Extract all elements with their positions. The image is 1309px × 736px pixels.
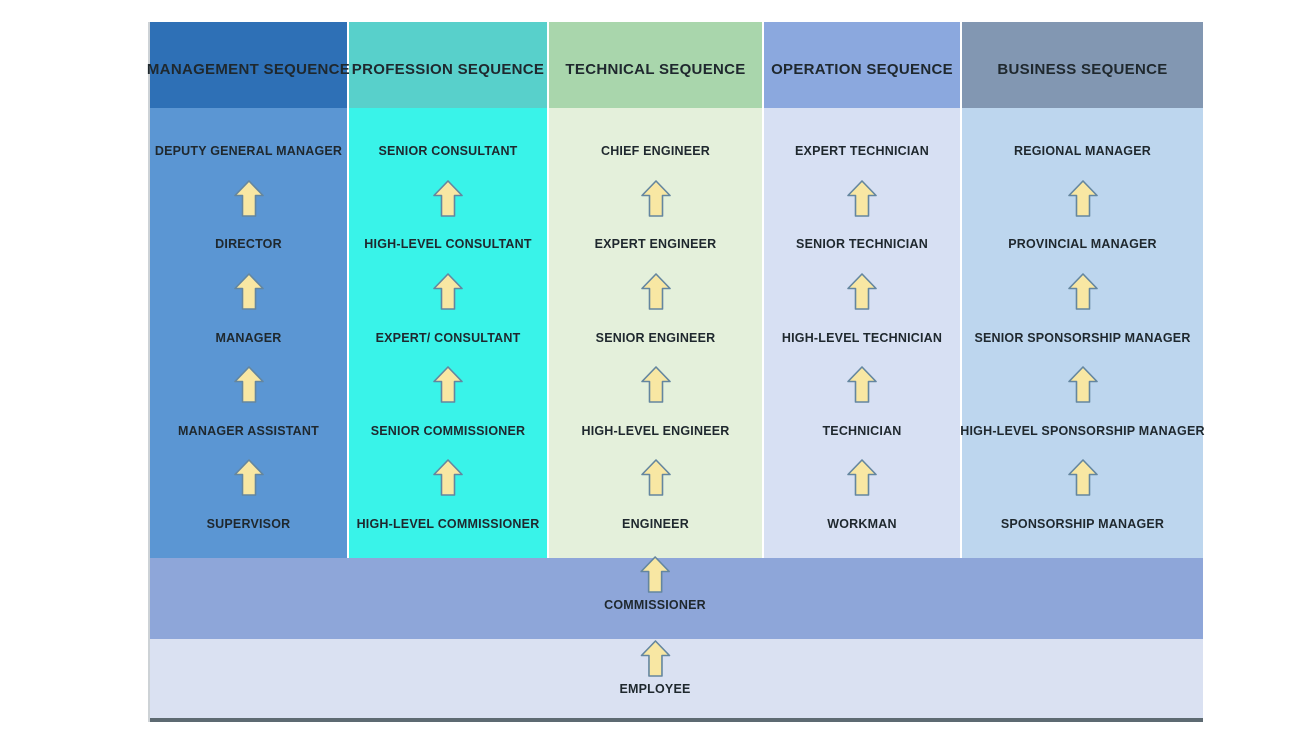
up-arrow-icon — [433, 179, 463, 217]
sequence-column-4: OPERATION SEQUENCE EXPERT TECHNICIAN SEN… — [764, 22, 960, 558]
level-label: MANAGER ASSISTANT — [178, 423, 319, 438]
level-label: SENIOR ENGINEER — [595, 330, 716, 345]
column-title: PROFESSION SEQUENCE — [351, 60, 545, 78]
level-label: DIRECTOR — [215, 237, 282, 252]
commissioner-row: COMMISSIONER — [150, 556, 1203, 639]
up-arrow-icon — [1067, 459, 1098, 497]
level-label: COMMISSIONER — [604, 598, 706, 612]
level-label: SENIOR CONSULTANT — [378, 144, 518, 158]
employee-row: EMPLOYEE — [150, 639, 1203, 718]
column-title: BUSINESS SEQUENCE — [997, 60, 1168, 78]
up-arrow-icon — [433, 273, 463, 310]
sequence-column-3: TECHNICAL SEQUENCE CHIEF ENGINEER EXPERT… — [549, 22, 762, 558]
level-label: WORKMAN — [827, 517, 897, 531]
level-label: HIGH-LEVEL SPONSORSHIP MANAGER — [960, 423, 1205, 438]
up-arrow-icon — [640, 179, 671, 217]
level-label: MANAGER — [215, 330, 282, 345]
up-arrow-icon — [847, 459, 877, 497]
level-label: HIGH-LEVEL TECHNICIAN — [781, 330, 943, 345]
up-arrow-icon — [847, 273, 877, 310]
up-arrow-icon — [233, 273, 264, 310]
level-label: TECHNICIAN — [822, 423, 902, 438]
column-header: PROFESSION SEQUENCE — [349, 22, 547, 108]
up-arrow-icon — [233, 179, 264, 217]
level-label: EXPERT ENGINEER — [594, 237, 717, 252]
sequence-column-5: BUSINESS SEQUENCE REGIONAL MANAGER PROVI… — [960, 22, 1205, 558]
level-label: CHIEF ENGINEER — [600, 144, 711, 158]
column-header: OPERATION SEQUENCE — [764, 22, 960, 108]
up-arrow-icon — [1067, 179, 1098, 217]
sequence-column-1: MANAGEMENT SEQUENCE DEPUTY GENERAL MANAG… — [146, 22, 351, 558]
column-body: REGIONAL MANAGER PROVINCIAL MANAGER SENI… — [960, 108, 1205, 558]
column-body: CHIEF ENGINEER EXPERT ENGINEER SENIOR EN… — [549, 108, 762, 558]
level-label: HIGH-LEVEL COMMISSIONER — [356, 517, 540, 531]
up-arrow-icon — [433, 366, 463, 403]
level-label: SENIOR SPONSORSHIP MANAGER — [974, 330, 1191, 345]
up-arrow-icon — [640, 366, 671, 403]
up-arrow-icon — [1067, 273, 1098, 310]
up-arrow-icon — [640, 556, 670, 593]
level-label: ENGINEER — [622, 517, 689, 531]
sequence-columns: MANAGEMENT SEQUENCE DEPUTY GENERAL MANAG… — [146, 22, 1205, 558]
up-arrow-icon — [640, 459, 671, 497]
level-label: SENIOR TECHNICIAN — [796, 237, 928, 252]
commissioner-stack: COMMISSIONER — [604, 556, 706, 612]
level-label: SPONSORSHIP MANAGER — [1000, 517, 1165, 531]
column-title: TECHNICAL SEQUENCE — [565, 60, 746, 78]
level-label: DEPUTY GENERAL MANAGER — [154, 144, 343, 158]
level-label: REGIONAL MANAGER — [1013, 144, 1151, 158]
level-label: EXPERT TECHNICIAN — [795, 144, 929, 158]
level-label: SENIOR COMMISSIONER — [370, 423, 526, 438]
up-arrow-icon — [233, 459, 264, 497]
column-header: BUSINESS SEQUENCE — [962, 22, 1203, 108]
employee-stack: EMPLOYEE — [619, 640, 690, 696]
bottom-border — [150, 718, 1203, 722]
up-arrow-icon — [847, 179, 877, 217]
level-label: HIGH-LEVEL CONSULTANT — [364, 237, 532, 252]
column-body: DEPUTY GENERAL MANAGER DIRECTOR MANAGER … — [150, 108, 347, 558]
up-arrow-icon — [1067, 366, 1098, 403]
column-header: MANAGEMENT SEQUENCE — [146, 22, 351, 108]
up-arrow-icon — [433, 459, 463, 497]
sequence-column-2: PROFESSION SEQUENCE SENIOR CONSULTANT HI… — [349, 22, 547, 558]
up-arrow-icon — [640, 640, 670, 677]
column-title: MANAGEMENT SEQUENCE — [146, 60, 351, 78]
career-sequence-diagram: MANAGEMENT SEQUENCE DEPUTY GENERAL MANAG… — [146, 22, 1205, 722]
column-header: TECHNICAL SEQUENCE — [549, 22, 762, 108]
column-body: SENIOR CONSULTANT HIGH-LEVEL CONSULTANT … — [349, 108, 547, 558]
level-label: SUPERVISOR — [206, 517, 291, 531]
level-label: PROVINCIAL MANAGER — [1008, 237, 1157, 252]
up-arrow-icon — [233, 366, 264, 403]
up-arrow-icon — [847, 366, 877, 403]
column-body: EXPERT TECHNICIAN SENIOR TECHNICIAN HIGH… — [764, 108, 960, 558]
level-label: EXPERT/ CONSULTANT — [375, 330, 521, 345]
column-title: OPERATION SEQUENCE — [771, 60, 953, 78]
level-label: HIGH-LEVEL ENGINEER — [581, 423, 730, 438]
up-arrow-icon — [640, 273, 671, 310]
level-label: EMPLOYEE — [619, 682, 691, 696]
